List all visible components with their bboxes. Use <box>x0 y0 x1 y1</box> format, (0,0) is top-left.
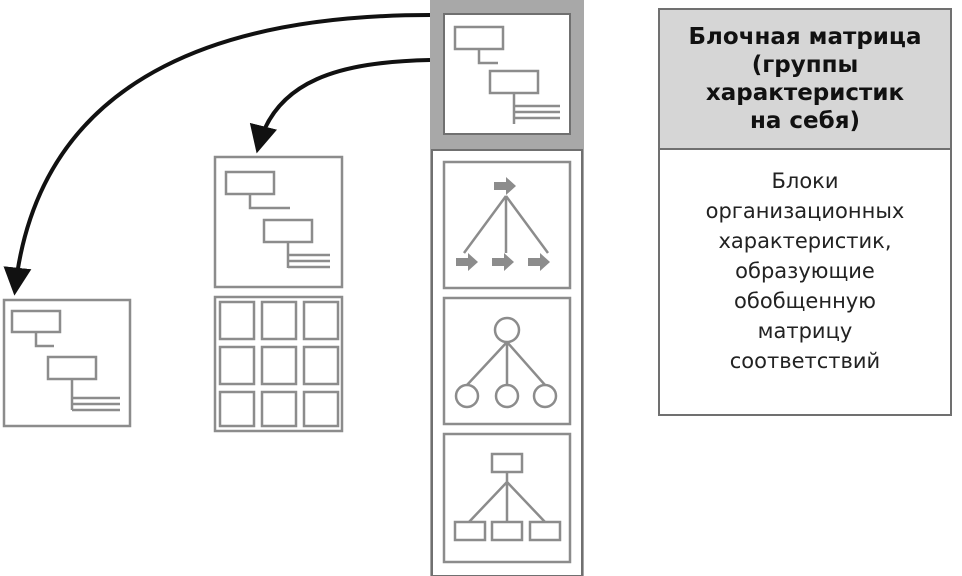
caption-title: Блочная матрица (группы характеристик на… <box>660 10 950 150</box>
caption-body-line: Блоки <box>771 169 839 193</box>
arrow-to-mid-block <box>249 58 431 154</box>
correspondence-grid <box>213 295 344 433</box>
caption-title-line: (группы <box>751 52 859 78</box>
caption-body-line: образующие <box>735 259 875 283</box>
caption-title-line: характеристик <box>705 80 905 106</box>
small-block-matrix-icon <box>2 298 132 428</box>
caption-description: Блоки организационных характеристик, обр… <box>660 150 950 376</box>
arrow-to-small-block <box>3 13 431 296</box>
caption-body-line: соответствий <box>729 349 881 373</box>
icon-column <box>430 0 584 576</box>
arrow-tree-icon <box>442 160 572 290</box>
circle-tree-icon <box>442 296 572 426</box>
caption-body-line: обобщенную <box>734 289 876 313</box>
caption-box: Блочная матрица (группы характеристик на… <box>658 8 952 416</box>
caption-title-line: на себя) <box>750 108 860 134</box>
box-tree-icon <box>442 432 572 564</box>
caption-body-line: характеристик, <box>718 229 892 253</box>
caption-body-line: организационных <box>705 199 905 223</box>
caption-body-line: матрицу <box>757 319 853 343</box>
mid-block-matrix-icon <box>213 155 344 289</box>
caption-title-line: Блочная матрица <box>688 24 922 50</box>
